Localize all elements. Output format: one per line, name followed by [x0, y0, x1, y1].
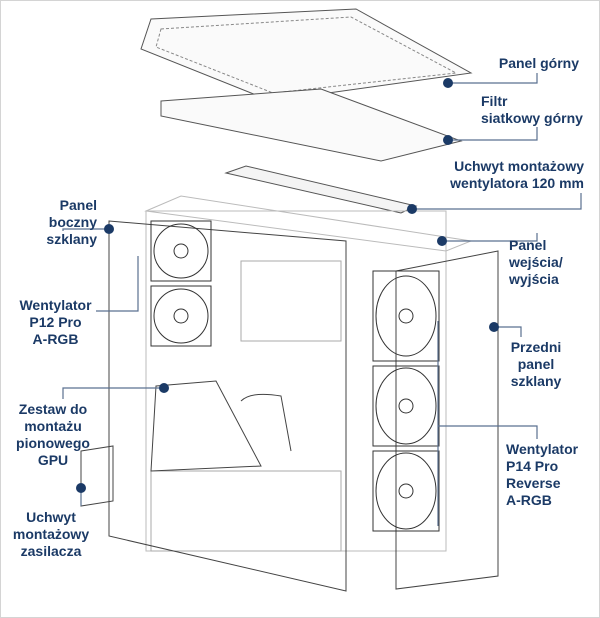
label-top-panel: Panel górny [498, 55, 579, 71]
p14-fans-drawing [372, 270, 440, 532]
fan-bracket-drawing [224, 165, 418, 214]
leader-lines [62, 73, 582, 526]
side-glass-panel-drawing [108, 220, 347, 592]
front-glass-panel-drawing [395, 250, 499, 590]
gpu-kit-drawing [150, 380, 262, 472]
p12-fans-drawing [150, 220, 212, 347]
top-panel-drawing [140, 8, 473, 102]
top-filter-drawing [160, 88, 463, 162]
case-body [145, 210, 447, 552]
callout-dots [76, 78, 499, 493]
